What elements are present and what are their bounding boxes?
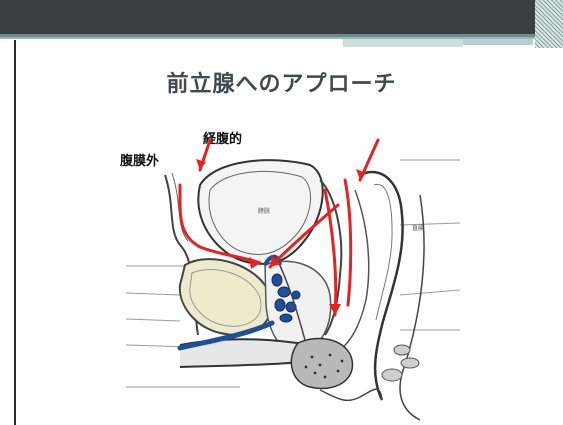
- pelvis-sagittal-diagram: 膀胱 直腸: [120, 135, 460, 425]
- header-bar: [0, 0, 563, 34]
- bulb: [291, 338, 352, 388]
- header-accent-2: [463, 39, 533, 45]
- denonvilliers-fascia: [340, 190, 369, 350]
- posterior-path-2: [345, 180, 351, 305]
- bladder-label: 膀胱: [258, 207, 270, 215]
- pubic-symphysis: [180, 259, 272, 335]
- slide-title: 前立腺へのアプローチ: [0, 66, 563, 98]
- rectum-label: 直腸: [412, 224, 424, 232]
- rectum-wall: [360, 172, 403, 400]
- anal-region: [320, 389, 382, 400]
- header-accent: [343, 39, 463, 47]
- sacral-folds: [382, 345, 419, 381]
- header-texture: [535, 0, 563, 48]
